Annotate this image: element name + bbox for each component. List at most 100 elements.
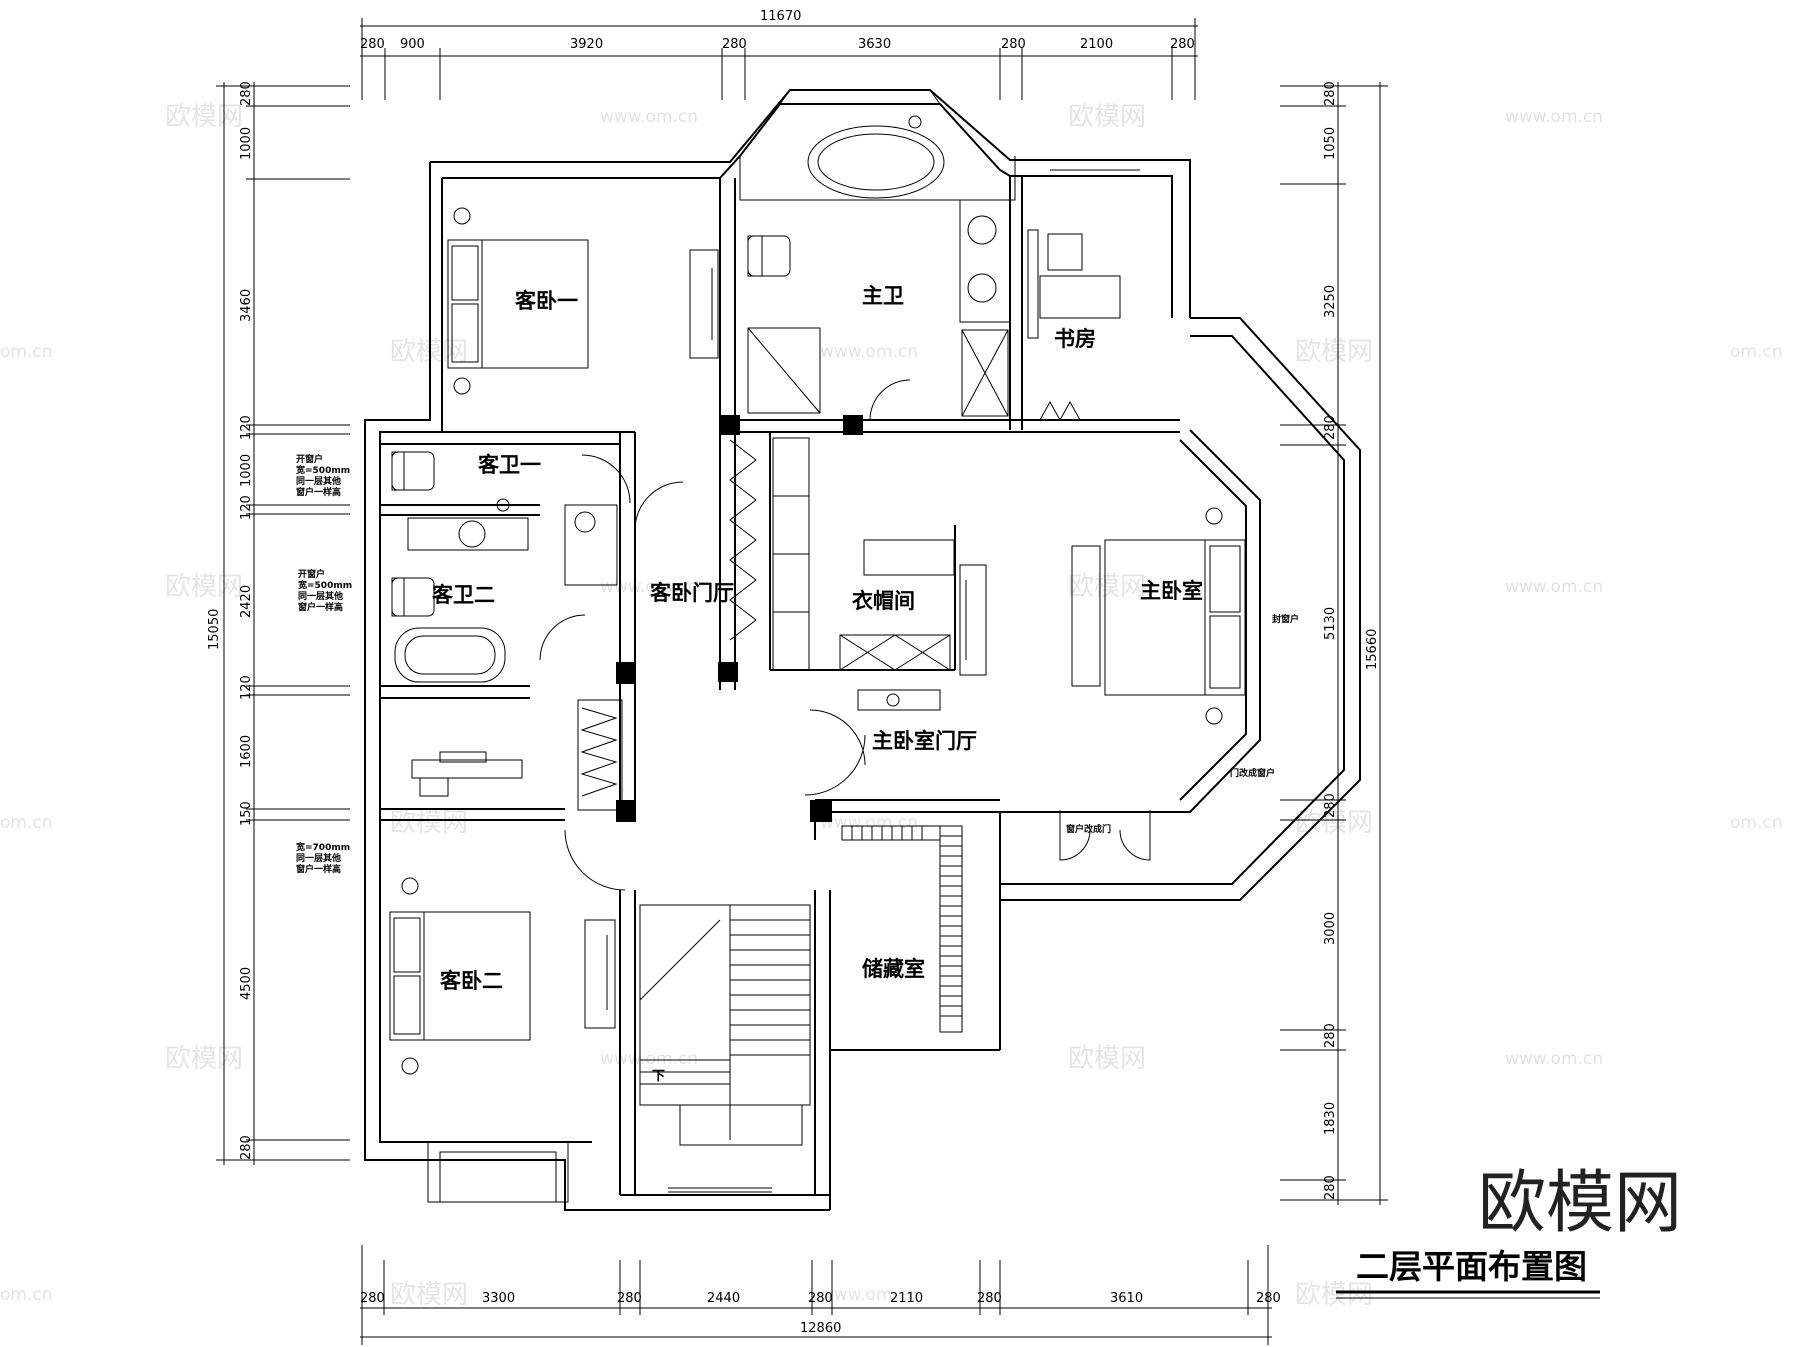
dim-left-seg: 4500 [239, 967, 254, 1000]
dim-bottom-seg: 2110 [890, 1291, 923, 1306]
door-swings [539, 379, 1151, 891]
watermark-url: www.om.cn [1505, 1049, 1603, 1069]
plan-title: 二层平面布置图 [1356, 1247, 1587, 1286]
notes: 开窗户 宽=500mm 同一层其他 窗户一样高 开窗户 宽=500mm 同一层其… [295, 453, 1299, 875]
watermark-text: 欧模网 [1295, 1280, 1373, 1310]
note-window-a-line: 同一层其他 [296, 475, 341, 487]
room-label-master-bath: 主卫 [862, 284, 904, 308]
dim-top-seg: 3920 [570, 37, 603, 52]
watermark-text: 欧模网 [1068, 572, 1146, 602]
note-window-c-line: 同一层其他 [296, 852, 341, 864]
dim-bottom-seg: 3610 [1110, 1291, 1143, 1306]
note-window-a-line: 开窗户 [296, 453, 323, 465]
watermark-url: www.om.cn [1505, 577, 1603, 597]
dim-bottom-total: 12860 [800, 1321, 841, 1336]
dim-bottom-seg: 280 [617, 1291, 642, 1306]
dim-top-seg: 280 [360, 37, 385, 52]
columns [616, 415, 863, 822]
watermark-url: www.om.cn [820, 813, 918, 833]
dim-left-total: 15050 [207, 609, 222, 650]
watermark-text: 欧模网 [390, 808, 468, 838]
watermark-url: om.cn [0, 1285, 53, 1305]
watermark-url: www.om.cn [600, 1049, 698, 1069]
dim-right-total: 15660 [1365, 629, 1380, 670]
room-label-storage: 储藏室 [862, 957, 925, 981]
dimension-right: 280 1050 3250 280 5130 280 3000 280 1830… [1280, 81, 1388, 1205]
note-window-b-line: 窗户一样高 [298, 601, 343, 613]
watermark-url: www.om.cn [600, 107, 698, 127]
room-label-guest-bed-2: 客卧二 [440, 969, 503, 993]
dim-left-seg: 2420 [239, 585, 254, 618]
dim-bottom-seg: 2440 [707, 1291, 740, 1306]
dimension-top: 11670 280 900 3920 280 3630 280 2100 280 [360, 9, 1198, 100]
stair-down-label: 下 [652, 1069, 665, 1084]
dim-left-seg: 1000 [239, 127, 254, 160]
dim-left-seg: 280 [239, 1135, 254, 1160]
note-window-b-line: 宽=500mm [297, 579, 352, 591]
watermark-url: om.cn [0, 813, 53, 833]
dim-top-seg: 2100 [1080, 37, 1113, 52]
dim-bottom-seg: 280 [360, 1291, 385, 1306]
dim-left-seg: 280 [239, 81, 254, 106]
dim-right-seg: 3000 [1323, 912, 1338, 945]
dim-left-seg: 150 [239, 801, 254, 826]
dim-left-seg: 120 [239, 415, 254, 440]
room-labels: 客卧一 主卫 书房 客卫一 客卫二 客卧门厅 衣帽间 主卧室 主卧室门厅 客卧二… [432, 284, 1203, 1084]
watermark-text: 欧模网 [1068, 102, 1146, 132]
dim-top-seg: 280 [722, 37, 747, 52]
dim-left-seg: 120 [239, 675, 254, 700]
dimension-bottom: 280 3300 280 2440 280 2110 280 3610 280 … [360, 1245, 1281, 1345]
dim-bottom-seg: 280 [1256, 1291, 1281, 1306]
staircase [639, 904, 811, 1146]
note-window-b-line: 开窗户 [298, 568, 325, 580]
watermark-text: 欧模网 [390, 1280, 468, 1310]
note-window-b-line: 同一层其他 [298, 590, 343, 602]
dim-right-seg: 1830 [1323, 1102, 1338, 1135]
dim-bottom-seg: 280 [808, 1291, 833, 1306]
watermark-url: www.om.cn [820, 342, 918, 362]
note-window-a-line: 窗户一样高 [296, 486, 341, 498]
room-label-master-bed: 主卧室 [1140, 579, 1203, 603]
watermark-url: om.cn [1730, 813, 1783, 833]
walls [364, 89, 1361, 1211]
dimension-left: 280 1000 3460 120 1000 120 2420 120 1600… [207, 81, 350, 1165]
room-label-guest-bath-1: 客卫一 [478, 453, 541, 477]
dim-right-seg: 5130 [1323, 607, 1338, 640]
furniture [389, 115, 1246, 1203]
dim-right-seg: 280 [1323, 1023, 1338, 1048]
watermark-text: 欧模网 [165, 572, 243, 602]
dim-right-seg: 3250 [1323, 285, 1338, 318]
dim-bottom-seg: 3300 [482, 1291, 515, 1306]
dim-top-seg: 3630 [858, 37, 891, 52]
note-window-to-door: 窗户改成门 [1066, 823, 1111, 835]
watermark-text: 欧模网 [1068, 1044, 1146, 1074]
note-seal-window: 封窗户 [1272, 613, 1299, 625]
watermark-url: om.cn [0, 342, 53, 362]
note-window-c-line: 宽=700mm [295, 841, 350, 853]
logo: 欧模网 [1478, 1164, 1682, 1243]
dim-top-seg: 280 [1001, 37, 1026, 52]
room-label-closet: 衣帽间 [852, 589, 915, 613]
watermark-url: om.cn [1730, 342, 1783, 362]
dim-top-seg: 900 [400, 37, 425, 52]
dim-right-seg: 280 [1323, 793, 1338, 818]
room-label-guest-hall: 客卧门厅 [650, 581, 734, 605]
dim-left-seg: 1000 [239, 454, 254, 487]
watermark-url: www.om.cn [1505, 107, 1603, 127]
dim-right-seg: 280 [1323, 1175, 1338, 1200]
room-label-study: 书房 [1054, 327, 1096, 351]
note-door-to-window: 门改成窗户 [1230, 767, 1275, 779]
dim-right-seg: 1050 [1323, 127, 1338, 160]
watermark-text: 欧模网 [165, 102, 243, 132]
dim-left-seg: 120 [239, 495, 254, 520]
watermark-url: www.om.cn [820, 1285, 918, 1305]
dim-top-total: 11670 [760, 9, 801, 24]
room-label-master-hall: 主卧室门厅 [872, 729, 977, 753]
watermark-url: www.om.cn [600, 577, 698, 597]
dim-top-seg: 280 [1170, 37, 1195, 52]
dim-bottom-seg: 280 [977, 1291, 1002, 1306]
dim-left-seg: 3460 [239, 289, 254, 322]
note-window-a-line: 宽=500mm [295, 464, 350, 476]
note-window-c-line: 窗户一样高 [296, 863, 341, 875]
